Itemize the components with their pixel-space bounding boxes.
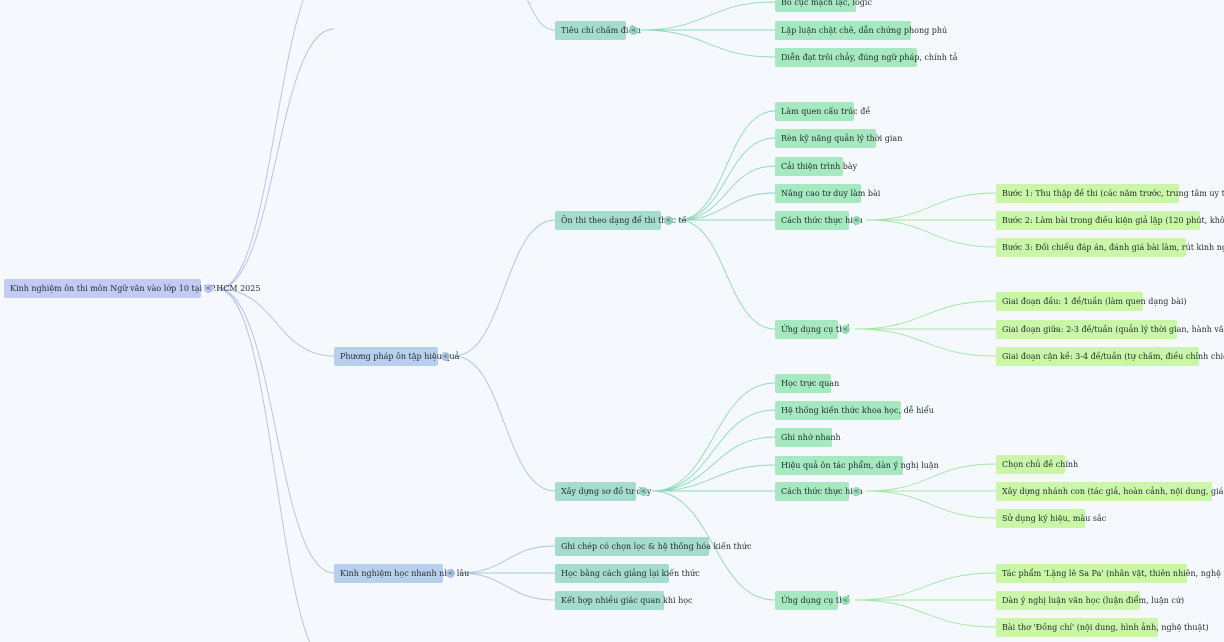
collapse-toggle-icon[interactable]: < [852, 487, 861, 496]
connector-line [865, 463, 997, 492]
topic-nho-lau-3[interactable]: Kết hợp nhiều giác quan khi học [555, 591, 693, 610]
connector-line [651, 490, 776, 601]
connector-line [651, 464, 776, 492]
connector-line [217, 0, 304, 290]
leaf-so-do-4[interactable]: Hiệu quả ôn tác phẩm, dàn ý nghị luận [775, 456, 939, 475]
connector-line [865, 192, 997, 221]
topic-nho-lau-1[interactable]: Ghi chép có chọn lọc & hệ thống hóa kiến… [555, 537, 752, 556]
connector-line [854, 599, 997, 628]
leaf-on-thi-cach-thuc-3[interactable]: Bước 3: Đối chiếu đáp án, đánh giá bài l… [996, 238, 1224, 257]
connector-line [651, 382, 776, 492]
connector-line [677, 165, 776, 221]
collapse-toggle-icon[interactable]: < [664, 216, 673, 225]
leaf-tieu-chi-1[interactable]: Bố cục mạch lạc, logic [775, 0, 872, 12]
connector-line [677, 137, 776, 221]
leaf-so-do-cach-thuc-3[interactable]: Sử dụng ký hiệu, màu sắc [996, 509, 1106, 528]
collapse-toggle-icon[interactable]: < [639, 487, 648, 496]
leaf-so-do-1[interactable]: Học trực quan [775, 374, 839, 393]
collapse-toggle-icon[interactable]: < [446, 569, 455, 578]
leaf-on-thi-1[interactable]: Làm quen cấu trúc đề [775, 102, 870, 121]
connector-line [640, 1, 776, 31]
leaf-on-thi-ung-dung-2[interactable]: Giai đoạn giữa: 2-3 đề/tuần (quản lý thờ… [996, 320, 1224, 339]
root-topic[interactable]: Kinh nghiệm ôn thi môn Ngữ văn vào lớp 1… [4, 279, 260, 298]
connector-line [458, 572, 556, 601]
connector-line [854, 300, 997, 330]
connector-line [217, 288, 311, 642]
connector-line [865, 490, 997, 519]
topic-on-thi-ung-dung[interactable]: Ứng dụng cụ thể [775, 320, 849, 339]
leaf-so-do-ung-dung-1[interactable]: Tác phẩm 'Lặng lẽ Sa Pa' (nhân vật, thiê… [996, 564, 1224, 583]
leaf-so-do-cach-thuc-1[interactable]: Chọn chủ đề chính [996, 455, 1078, 474]
leaf-so-do-ung-dung-2[interactable]: Dàn ý nghị luận văn học (luận điểm, luận… [996, 591, 1184, 610]
connector-line [865, 219, 997, 248]
connector-line [640, 29, 776, 58]
leaf-on-thi-cach-thuc-1[interactable]: Bước 1: Thu thập đề thi (các năm trước, … [996, 184, 1224, 203]
leaf-so-do-3[interactable]: Ghi nhớ nhanh [775, 428, 841, 447]
topic-on-thi[interactable]: Ôn thi theo dạng đề thi thực tế [555, 211, 687, 230]
collapse-toggle-icon[interactable]: < [629, 26, 638, 35]
connector-line [651, 409, 776, 492]
collapse-toggle-icon[interactable]: < [841, 325, 850, 334]
topic-on-thi-cach-thuc[interactable]: Cách thức thực hiện [775, 211, 863, 230]
collapse-toggle-icon[interactable]: < [204, 284, 213, 293]
connector-line [854, 328, 997, 357]
connector-line [677, 110, 776, 221]
leaf-on-thi-ung-dung-3[interactable]: Giai đoạn cận kề: 3-4 đề/tuần (tự chấm, … [996, 347, 1224, 366]
leaf-so-do-ung-dung-3[interactable]: Bài thơ 'Đồng chí' (nội dung, hình ảnh, … [996, 618, 1209, 637]
branch-nho-lau[interactable]: Kinh nghiệm học nhanh nhớ lâu [334, 564, 469, 583]
topic-so-do[interactable]: Xây dựng sơ đồ tư duy [555, 482, 651, 501]
topic-so-do-cach-thuc[interactable]: Cách thức thực hiện [775, 482, 863, 501]
connector-line [217, 288, 335, 357]
collapse-toggle-icon[interactable]: < [852, 216, 861, 225]
connector-line [217, 28, 335, 290]
topic-tieu-chi[interactable]: Tiêu chí chấm điểm [555, 21, 641, 40]
connector-line [677, 219, 776, 330]
leaf-so-do-cach-thuc-2[interactable]: Xây dựng nhánh con (tác giả, hoàn cảnh, … [996, 482, 1224, 501]
leaf-on-thi-4[interactable]: Nâng cao tư duy làm bài [775, 184, 880, 203]
connector-line [527, 0, 556, 31]
leaf-on-thi-cach-thuc-2[interactable]: Bước 2: Làm bài trong điều kiện giả lập … [996, 211, 1224, 230]
leaf-on-thi-3[interactable]: Cải thiện trình bày [775, 157, 857, 176]
connector-line [677, 192, 776, 221]
leaf-tieu-chi-3[interactable]: Diễn đạt trôi chảy, đúng ngữ pháp, chính… [775, 48, 957, 67]
leaf-on-thi-2[interactable]: Rèn kỹ năng quản lý thời gian [775, 129, 902, 148]
connector-line [854, 572, 997, 601]
leaf-tieu-chi-2[interactable]: Lập luận chặt chẽ, dẫn chứng phong phú [775, 21, 947, 40]
connector-line [217, 288, 335, 574]
branch-phuong-phap[interactable]: Phương pháp ôn tập hiệu quả [334, 347, 459, 366]
connector-line [458, 545, 556, 574]
connector-line [453, 219, 556, 357]
topic-nho-lau-2[interactable]: Học bằng cách giảng lại kiến thức [555, 564, 700, 583]
collapse-toggle-icon[interactable]: < [441, 352, 450, 361]
leaf-on-thi-ung-dung-1[interactable]: Giai đoạn đầu: 1 đề/tuần (làm quen dạng … [996, 292, 1187, 311]
connector-line [453, 355, 556, 492]
topic-so-do-ung-dung[interactable]: Ứng dụng cụ thể [775, 591, 849, 610]
connector-line [651, 436, 776, 492]
leaf-so-do-2[interactable]: Hệ thống kiến thức khoa học, dễ hiểu [775, 401, 934, 420]
collapse-toggle-icon[interactable]: < [841, 596, 850, 605]
